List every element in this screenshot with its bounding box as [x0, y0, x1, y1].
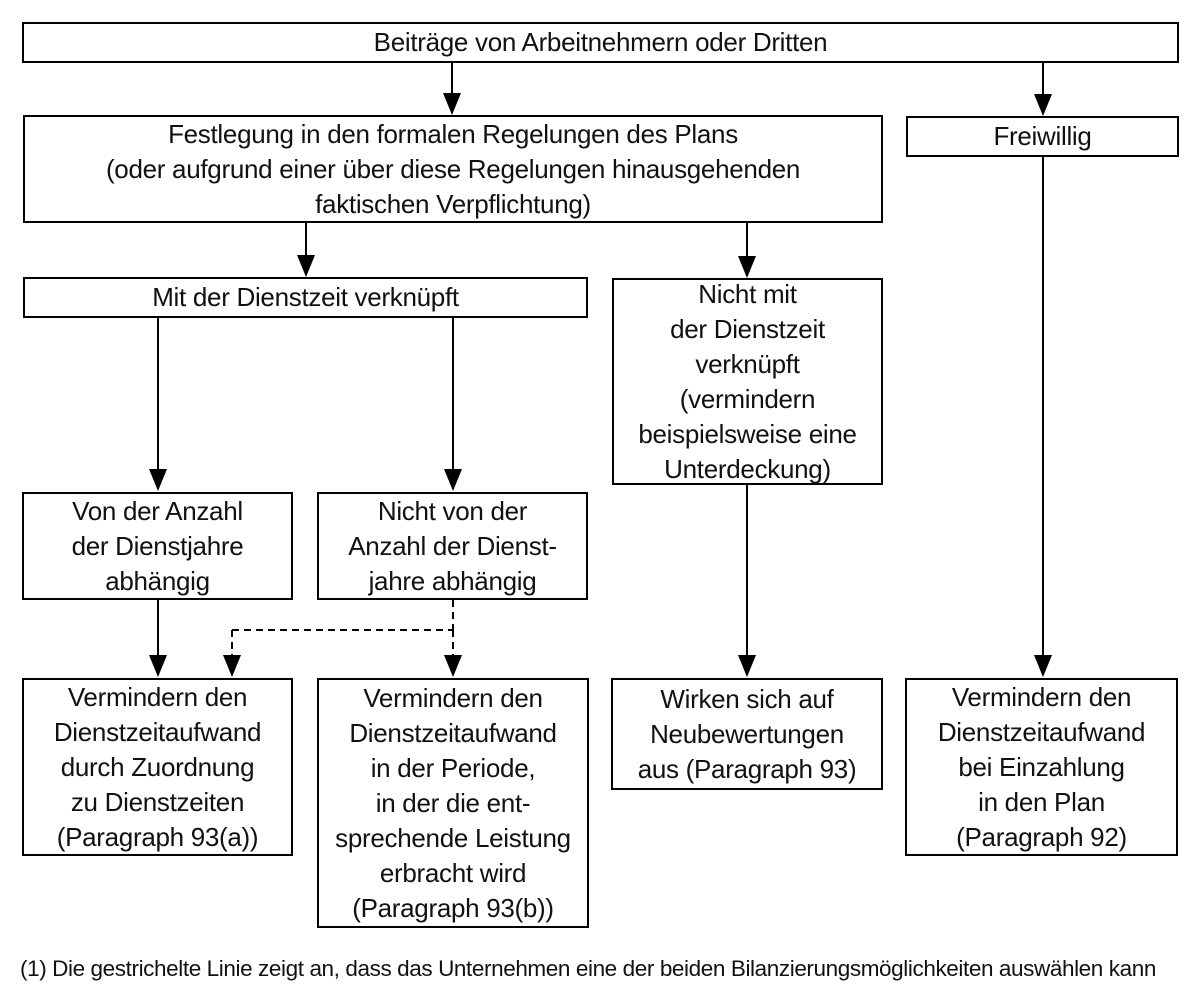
text-line: Von der Anzahl: [72, 495, 243, 526]
text-line: faktischen Verpflichtung): [315, 188, 591, 219]
text-line: in der Periode,: [370, 752, 536, 783]
text-line: (Paragraph 92): [956, 821, 1127, 852]
text-line: in der die ent-: [375, 787, 531, 818]
text-line: (oder aufgrund einer über diese Regelung…: [105, 153, 801, 184]
text-line: Vermindern den: [67, 681, 248, 712]
node-contributions-root: Beiträge von Arbeitnehmern oder Dritten: [22, 22, 1179, 63]
node-not-linked-to-service: Nicht mit der Dienstzeit verknüpft (vermind…: [612, 278, 883, 485]
text-line: der Dienstzeit: [670, 313, 825, 344]
text-line: Wirken sich auf: [660, 683, 834, 714]
text-line: Dienstzeitaufwand: [53, 716, 262, 747]
text-line: aus (Paragraph 93): [637, 753, 857, 784]
node-label: Freiwillig: [993, 121, 1092, 151]
text-line: abhängig: [105, 565, 210, 596]
text-line: Unterdeckung): [664, 453, 831, 484]
text-line: der Dienstjahre: [71, 530, 244, 561]
footnote: (1) Die gestrichelte Linie zeigt an, das…: [20, 956, 1156, 981]
text-line: Festlegung in den formalen Regelungen de…: [168, 118, 738, 149]
node-voluntary: Freiwillig: [906, 116, 1179, 157]
text-line: Neubewertungen: [650, 718, 844, 749]
node-label: Beiträge von Arbeitnehmern oder Dritten: [373, 27, 828, 57]
node-dependent-on-service-years: Von der Anzahl der Dienstjahre abhängig: [22, 492, 293, 600]
text-line: erbracht wird: [379, 857, 527, 888]
text-line: verknüpft: [695, 348, 800, 379]
text-line: Dienstzeitaufwand: [349, 717, 557, 748]
text-line: Anzahl der Dienst-: [348, 530, 557, 561]
text-line: sprechende Leistung: [335, 822, 571, 853]
text-line: Vermindern den: [363, 682, 543, 713]
text-line: (Paragraph 93(b)): [352, 892, 554, 923]
node-set-in-formal-terms: Festlegung in den formalen Regelungen de…: [23, 115, 883, 223]
text-line: bei Einzahlung: [958, 751, 1125, 782]
text-line: in den Plan: [978, 786, 1105, 817]
node-linked-to-service: Mit der Dienstzeit verknüpft: [23, 277, 588, 318]
text-line: durch Zuordnung: [60, 751, 255, 782]
text-line: beispielsweise eine: [638, 418, 857, 449]
text-line: (Paragraph 93(a)): [56, 821, 259, 852]
text-line: Vermindern den: [951, 681, 1132, 712]
node-label: Mit der Dienstzeit verknüpft: [152, 282, 459, 312]
text-line: Nicht mit: [698, 278, 797, 309]
text-line: Nicht von der: [377, 495, 528, 526]
text-line: jahre abhängig: [368, 565, 537, 596]
text-line: zu Dienstzeiten: [70, 786, 245, 817]
text-line: (vermindern: [679, 383, 816, 414]
text-line: Dienstzeitaufwand: [937, 716, 1146, 747]
